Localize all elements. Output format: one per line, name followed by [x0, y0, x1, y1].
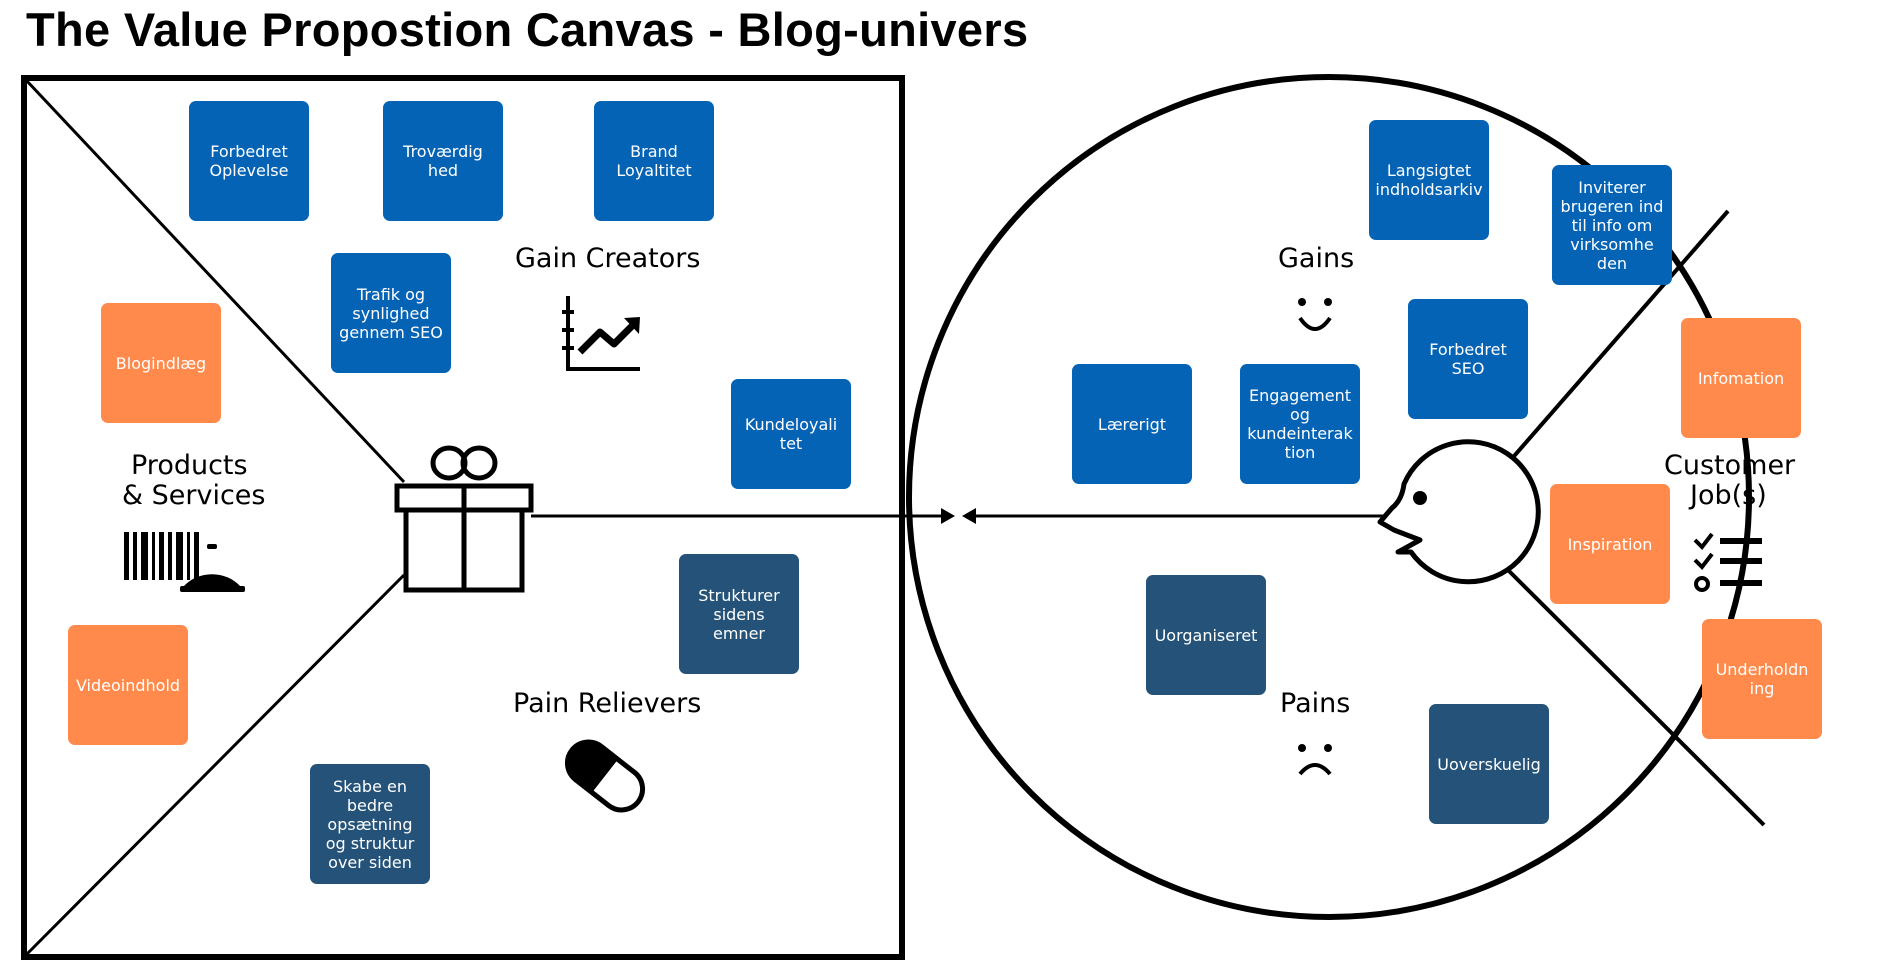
circle-divider-upper: [1506, 209, 1730, 465]
products-label-line1: Products: [131, 450, 248, 481]
gain-creator-note[interactable]: Trafik og synlighed gennem SEO: [331, 253, 451, 373]
pain-relievers-label: Pain Relievers: [513, 688, 702, 719]
gift-icon: [394, 445, 534, 593]
frown-icon: [1298, 744, 1332, 776]
smile-icon: [1298, 298, 1332, 331]
gain-creators-label: Gain Creators: [515, 243, 701, 274]
pain-note[interactable]: Uoverskuelig: [1429, 704, 1549, 824]
arrow-head-left: [962, 508, 976, 524]
page-title: The Value Propostion Canvas - Blog-unive…: [26, 3, 1029, 56]
gain-creator-note[interactable]: Forbedret Oplevelse: [189, 101, 309, 221]
customer-job-note[interactable]: Underholdn ing: [1702, 619, 1822, 739]
pain-reliever-note[interactable]: Skabe en bedre opsætning og struktur ove…: [310, 764, 430, 884]
face-icon: [1377, 439, 1541, 585]
service-bell-icon: [180, 544, 245, 592]
pill-icon: [564, 739, 646, 813]
pain-reliever-note[interactable]: Strukturer sidens emner: [679, 554, 799, 674]
gain-creator-note[interactable]: Brand Loyaltitet: [594, 101, 714, 221]
gain-note[interactable]: Lærerigt: [1072, 364, 1192, 484]
chart-icon: [562, 296, 640, 371]
pain-note[interactable]: Uorganiseret: [1146, 575, 1266, 695]
circle-divider-lower: [1506, 568, 1766, 827]
customer-job-note[interactable]: Infomation: [1681, 318, 1801, 438]
customer-profile-circle: [906, 74, 1752, 920]
gain-note[interactable]: Langsigtet indholdsarkiv: [1369, 120, 1489, 240]
product-note[interactable]: Videoindhold: [68, 625, 188, 745]
customer-jobs-label-line1: Customer: [1664, 450, 1796, 481]
product-note[interactable]: Blogindlæg: [101, 303, 221, 423]
checklist-icon: [1693, 532, 1762, 592]
customer-jobs-label-line2: Job(s): [1690, 480, 1767, 511]
pains-label: Pains: [1280, 688, 1351, 719]
value-map-diagonal-bottom: [24, 573, 406, 957]
gain-note[interactable]: Forbedret SEO: [1408, 299, 1528, 419]
products-label-line2: & Services: [122, 480, 266, 511]
arrow-head-right: [941, 508, 955, 524]
barcode-icon: [124, 532, 199, 580]
customer-job-note[interactable]: Inspiration: [1550, 484, 1670, 604]
gains-label: Gains: [1278, 243, 1355, 274]
value-map-diagonal-top: [24, 78, 406, 484]
gain-note[interactable]: Inviterer brugeren ind til info om virks…: [1552, 165, 1672, 285]
gain-creator-note[interactable]: Troværdig hed: [383, 101, 503, 221]
gain-creator-note[interactable]: Kundeloyali tet: [731, 379, 851, 489]
gain-note[interactable]: Engagement og kundeinterak tion: [1240, 364, 1360, 484]
